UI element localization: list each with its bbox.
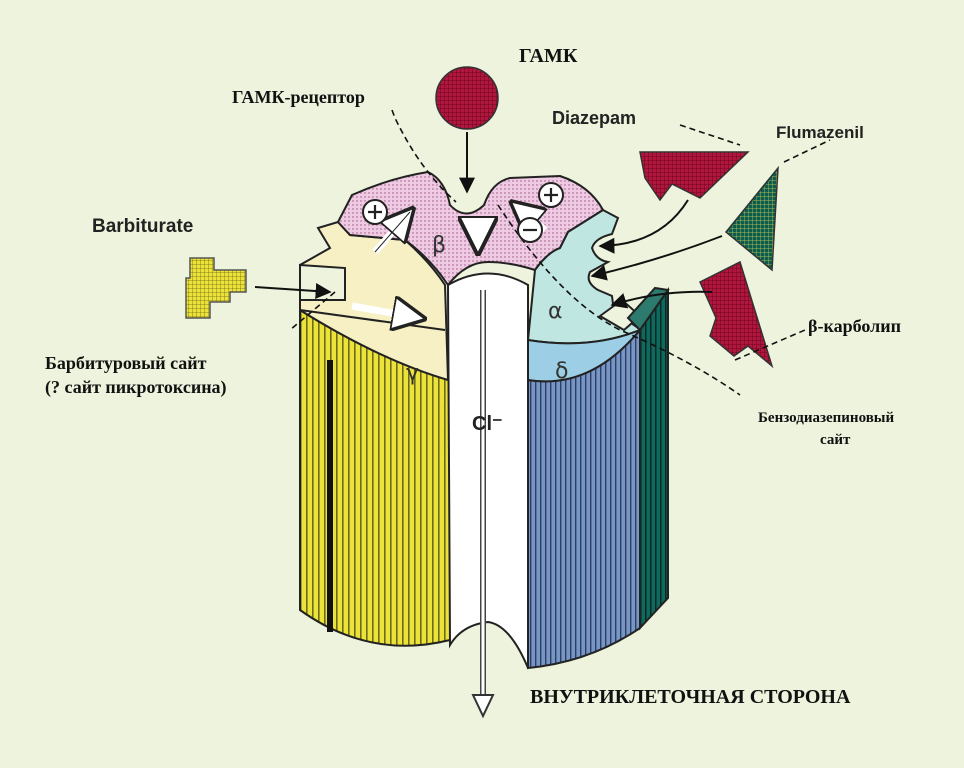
beta-carboline-label: β-карболип [808, 316, 901, 336]
subunit-beta-label: β [432, 233, 446, 258]
beta-carboline-arrow [610, 290, 713, 309]
flumazenil-label: Flumazenil [776, 123, 864, 142]
plus-sign-left [362, 199, 388, 225]
diazepam-arrow [598, 199, 689, 254]
plus-sign-right [538, 182, 564, 208]
barbiturate-molecule [185, 257, 247, 319]
subunit-alpha-label: α [548, 299, 563, 324]
barbiturate-site-label-line1: Барбитуровый сайт [45, 353, 207, 373]
ion-channel-pore [446, 272, 529, 669]
leader-lines [289, 109, 831, 396]
diazepam-molecule [639, 151, 750, 202]
gaba-label: ГАМК [519, 45, 578, 67]
barbiturate-label: Barbiturate [92, 216, 193, 237]
flumazenil-molecule [724, 165, 779, 272]
barbiturate-white-arrow [351, 306, 420, 318]
intracellular-side-label: ВНУТРИКЛЕТОЧНАЯ СТОРОНА [530, 686, 851, 708]
chloride-ion-label: Cl⁻ [472, 413, 503, 435]
subunit-gamma-label: γ [406, 361, 419, 386]
barbiturate-arrow [254, 283, 332, 300]
flumazenil-arrow [590, 235, 723, 281]
subunit-delta-label: δ [555, 359, 568, 384]
barbiturate-binding-notch [299, 263, 346, 301]
barbiturate-site-label-line2: (? сайт пикротоксина) [45, 377, 227, 398]
diazepam-label: Diazepam [552, 108, 636, 128]
gaba-molecule [435, 66, 499, 130]
beta-carboline-molecule [699, 260, 774, 369]
benzodiazepine-site-label-line1: Бензодиазепиновый [758, 410, 895, 426]
benzodiazepine-site-label-line2: сайт [820, 432, 851, 448]
gaba-receptor-label: ГАМК-рецептор [232, 87, 365, 107]
minus-sign [517, 217, 543, 243]
